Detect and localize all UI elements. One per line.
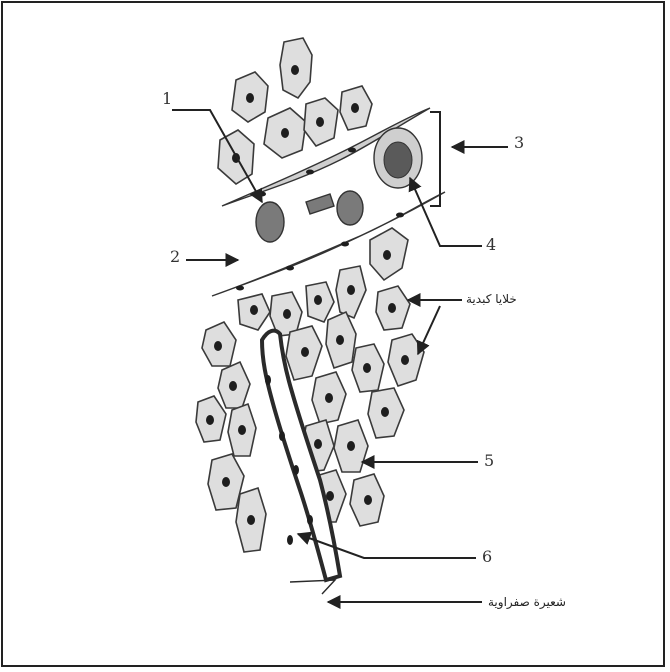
liver-cell (218, 362, 250, 408)
liver-cell (202, 322, 236, 366)
upper-cell-cluster (218, 38, 372, 184)
liver-cell (236, 488, 266, 552)
liver-cell (264, 108, 306, 158)
blood-cell (337, 191, 363, 225)
liver-cell (352, 344, 384, 392)
liver-cell (232, 72, 268, 122)
liver-cell (238, 294, 270, 330)
label-4: 4 (486, 235, 496, 254)
liver-cell (388, 334, 424, 386)
label-3: 3 (514, 133, 524, 152)
liver-cell (370, 228, 408, 280)
label-bile-canaliculus: شعيرة صفراوية (488, 595, 566, 610)
kupffer-cell (374, 128, 422, 188)
liver-cell (304, 98, 338, 146)
label-2: 2 (170, 247, 180, 266)
liver-cell (376, 286, 410, 330)
liver-cell (340, 86, 372, 130)
liver-cell (368, 388, 404, 438)
liver-cell (280, 38, 312, 98)
blood-cell (306, 194, 334, 214)
blood-cell (256, 202, 284, 242)
bracket-3 (430, 112, 440, 206)
liver-cell (196, 396, 226, 442)
liver-cell (306, 282, 334, 322)
label-6: 6 (482, 547, 492, 566)
liver-cell (228, 404, 256, 456)
liver-cell (326, 312, 356, 368)
label-1: 1 (162, 89, 172, 108)
liver-cell (286, 326, 322, 380)
arrow-hepatocytes-2 (418, 306, 440, 354)
label-5: 5 (484, 451, 494, 470)
label-hepatocytes: خلايا كبدية (466, 292, 517, 306)
liver-cell (334, 420, 368, 472)
leader-4 (410, 178, 482, 246)
liver-cell (350, 474, 384, 526)
liver-cell (336, 266, 366, 318)
liver-cell (312, 372, 346, 424)
